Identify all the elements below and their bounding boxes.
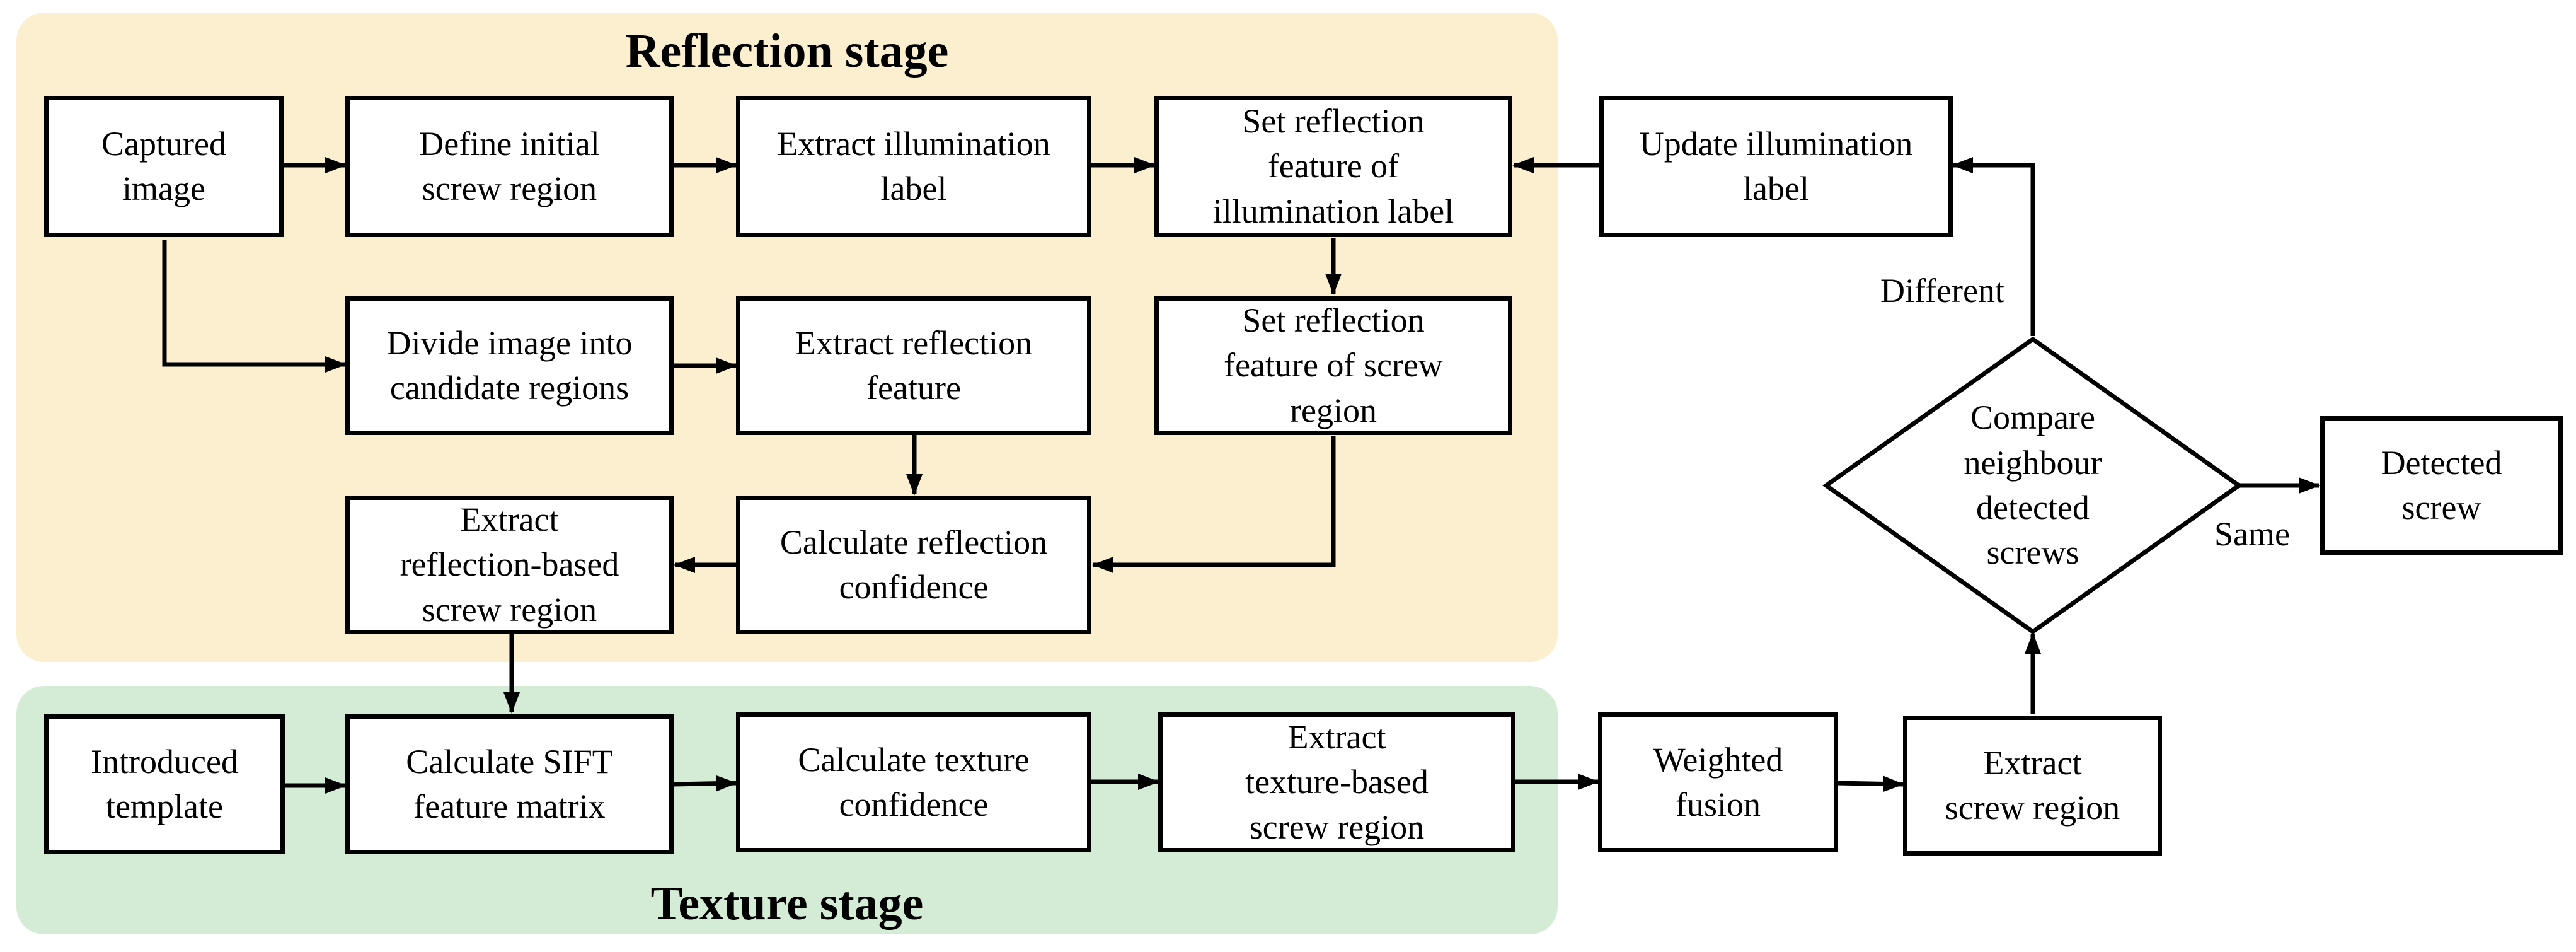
update-illumination-label-box: Update illumination label xyxy=(1599,96,1953,237)
introduced-template-label: Introduced template xyxy=(91,742,238,825)
set-reflection-illumination-label: Set reflection feature of illumination l… xyxy=(1212,102,1454,230)
texture-stage-title: Texture stage xyxy=(650,877,924,930)
arrow-compare-different-to-update xyxy=(1952,157,2035,336)
introduced-template-box: Introduced template xyxy=(44,714,285,854)
edge-label-same: Same xyxy=(2214,515,2290,553)
weighted-fusion-label: Weighted fusion xyxy=(1653,740,1783,823)
set-reflection-screw-box: Set reflection feature of screw region xyxy=(1154,296,1512,435)
calculate-reflection-confidence-box: Calculate reflection confidence xyxy=(736,496,1091,634)
define-initial-region-box: Define initial screw region xyxy=(345,96,674,237)
compare-neighbour-diamond xyxy=(1822,336,2243,635)
captured-image-label: Captured image xyxy=(101,124,226,207)
detected-screw-label: Detected screw xyxy=(2381,443,2502,526)
extract-illumination-label-box: Extract illumination label xyxy=(736,96,1091,237)
extract-reflection-feature-box: Extract reflection feature xyxy=(736,296,1091,435)
detected-screw-box: Detected screw xyxy=(2320,416,2563,555)
divide-image-box: Divide image into candidate regions xyxy=(345,296,674,435)
extract-texture-region-label: Extract texture-based screw region xyxy=(1245,718,1429,846)
compare-neighbour-label: Compare neighbour detected screws xyxy=(1964,398,2102,572)
arrow-sift-to-texture-confidence xyxy=(673,775,737,792)
weighted-fusion-box: Weighted fusion xyxy=(1598,712,1838,852)
set-reflection-screw-label: Set reflection feature of screw region xyxy=(1224,301,1443,429)
calculate-sift-box: Calculate SIFT feature matrix xyxy=(345,714,674,854)
edge-label-different: Different xyxy=(1880,272,2004,310)
extract-screw-region-label: Extract screw region xyxy=(1945,743,2120,827)
extract-illumination-label-text: Extract illumination label xyxy=(777,124,1050,207)
calculate-reflection-confidence-label: Calculate reflection confidence xyxy=(779,523,1048,606)
captured-image-box: Captured image xyxy=(44,96,284,237)
calculate-texture-confidence-box: Calculate texture confidence xyxy=(736,712,1091,852)
calculate-texture-confidence-label: Calculate texture confidence xyxy=(798,740,1030,823)
extract-screw-region-box: Extract screw region xyxy=(1903,716,2162,856)
extract-texture-region-box: Extract texture-based screw region xyxy=(1158,712,1515,852)
arrow-captured-to-divide xyxy=(162,240,347,373)
arrow-fusion-to-extract-screw xyxy=(1837,775,1904,792)
extract-reflection-region-box: Extract reflection-based screw region xyxy=(345,496,674,634)
calculate-sift-label: Calculate SIFT feature matrix xyxy=(406,742,613,825)
reflection-stage-title: Reflection stage xyxy=(625,25,949,78)
compare-neighbour-text-area: Compare neighbour detected screws xyxy=(1895,391,2170,580)
define-initial-region-label: Define initial screw region xyxy=(419,124,600,207)
arrow-setscrew-to-confidence xyxy=(1092,436,1336,573)
update-illumination-label-text: Update illumination label xyxy=(1639,124,1913,207)
extract-reflection-region-label: Extract reflection-based screw region xyxy=(400,501,619,629)
set-reflection-illumination-box: Set reflection feature of illumination l… xyxy=(1154,96,1512,237)
divide-image-label: Divide image into candidate regions xyxy=(386,323,633,407)
extract-reflection-feature-label: Extract reflection feature xyxy=(795,323,1033,407)
